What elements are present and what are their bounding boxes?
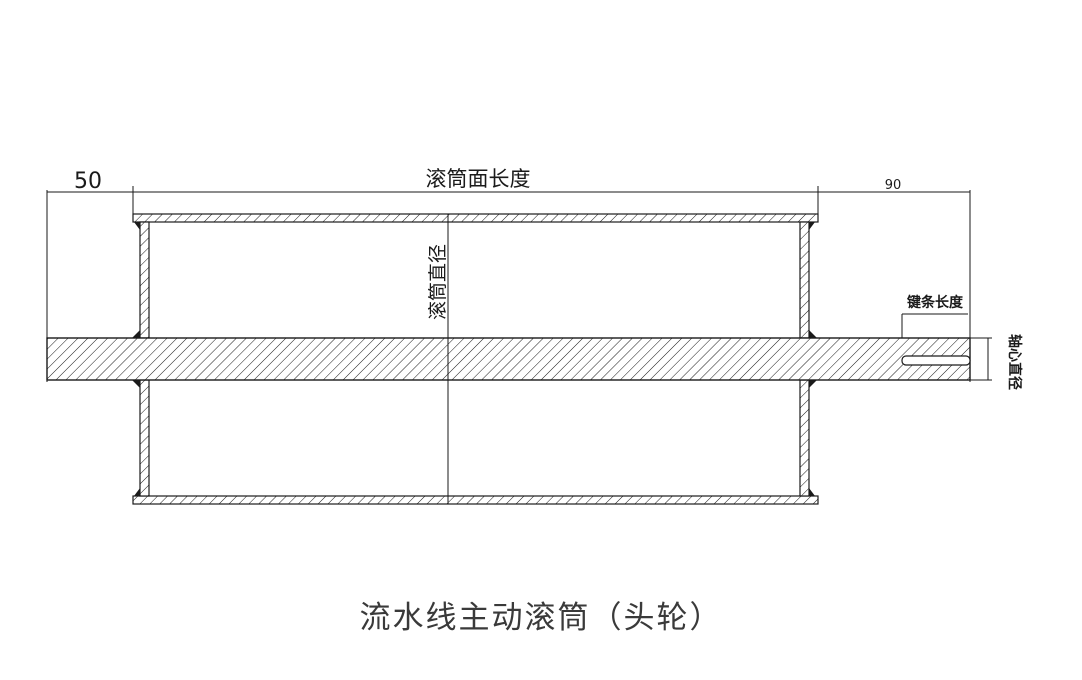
end-plate-right-upper [799, 221, 810, 339]
dim-left-label: 50 [74, 169, 102, 194]
key-length-label: 键条长度 [906, 294, 964, 311]
drum-shell [132, 213, 819, 505]
drawing-caption: 流水线主动滚筒（头轮） [359, 600, 723, 636]
end-plate-left-upper [139, 221, 150, 339]
drum-shell-top [132, 213, 819, 223]
weld-beads [132, 222, 817, 496]
shaft-body [46, 337, 971, 381]
end-plate-right-lower [799, 379, 810, 497]
end-plate-left-lower [139, 379, 150, 497]
dim-drum-length-label: 滚筒面长度 [426, 167, 531, 191]
shaft-diameter-label: 轴心直径 [1006, 334, 1023, 390]
drum-diameter-label: 滚筒直径 [427, 244, 449, 320]
dim-right-label: 90 [885, 178, 902, 193]
keyway [901, 355, 971, 366]
drum-shell-bottom [132, 495, 819, 505]
shaft [46, 337, 971, 381]
